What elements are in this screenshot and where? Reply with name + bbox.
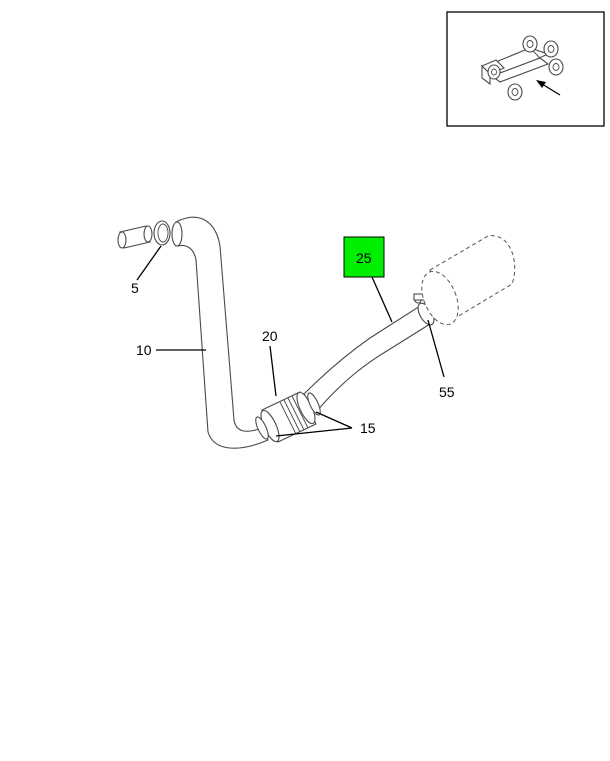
exhaust-assembly: [117, 216, 516, 449]
intermediate-pipe: [303, 305, 431, 413]
locator-inset: [446, 11, 605, 127]
callout-20-label: 20: [262, 328, 278, 344]
callout-55[interactable]: 55: [427, 319, 455, 400]
callout-20[interactable]: 20: [262, 328, 278, 397]
callout-55-label: 55: [439, 384, 455, 400]
callout-10[interactable]: 10: [136, 342, 206, 358]
muffler-outline: [421, 235, 516, 326]
callout-25[interactable]: 25: [343, 236, 393, 323]
callout-15[interactable]: 15: [275, 411, 376, 437]
callout-10-label: 10: [136, 342, 152, 358]
locator-arrow-icon: [536, 80, 561, 96]
callout-5[interactable]: 5: [131, 245, 162, 296]
vehicle-chassis-icon: [481, 35, 564, 101]
callout-5-label: 5: [131, 280, 139, 296]
callout-25-highlight: [343, 236, 385, 278]
bellows-clamps: [255, 392, 321, 440]
callout-25-label: 25: [356, 250, 372, 266]
gasket-ring: [153, 220, 171, 246]
callout-15-label: 15: [360, 420, 376, 436]
callouts: 5 10 15 20 25 55: [131, 236, 455, 437]
down-pipe: [171, 216, 269, 449]
stub-pipe: [117, 225, 153, 249]
